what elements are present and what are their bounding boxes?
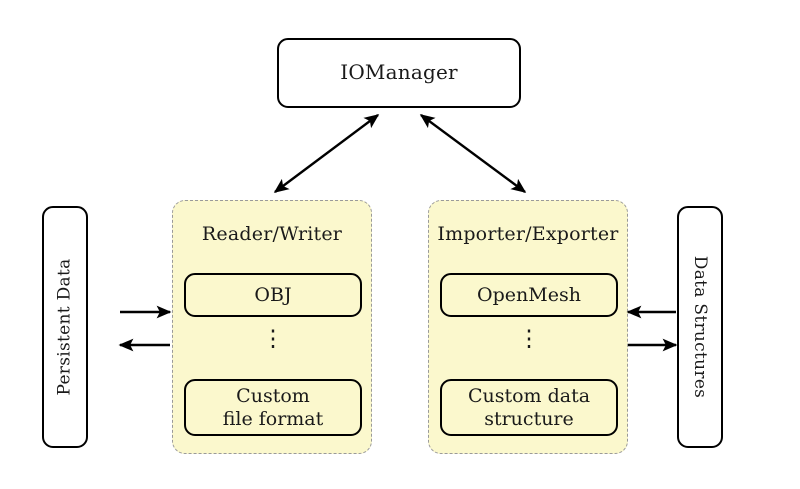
iomanager-label: IOManager — [340, 60, 458, 85]
inner-box-obj[interactable]: OBJ — [184, 273, 362, 317]
panel-importer-exporter[interactable]: Importer/Exporter OpenMesh ⋮ Custom data… — [428, 200, 628, 454]
data-structures-label: Data Structures — [690, 255, 710, 399]
inner-box-openmesh-label: OpenMesh — [477, 283, 581, 306]
persistent-data-box[interactable]: Persistent Data — [42, 206, 88, 448]
inner-box-custom-file-format[interactable]: Custom file format — [184, 379, 362, 436]
iomanager-box[interactable]: IOManager — [277, 38, 521, 108]
arrow-iomanager-readerwriter — [273, 114, 380, 193]
ellipsis-importer-exporter: ⋮ — [517, 326, 541, 352]
inner-box-custom-data-structure-label: Custom data structure — [467, 384, 591, 430]
inner-box-custom-data-structure[interactable]: Custom data structure — [440, 379, 618, 436]
panel-importer-exporter-title: Importer/Exporter — [437, 223, 619, 245]
inner-box-custom-file-format-label: Custom file format — [222, 384, 324, 430]
data-structures-box[interactable]: Data Structures — [677, 206, 723, 448]
inner-box-openmesh[interactable]: OpenMesh — [440, 273, 618, 317]
arrow-iomanager-importerexporter — [419, 114, 527, 193]
inner-box-obj-label: OBJ — [254, 283, 292, 306]
persistent-data-label: Persistent Data — [55, 258, 75, 396]
panel-reader-writer[interactable]: Reader/Writer OBJ ⋮ Custom file format — [172, 200, 372, 454]
ellipsis-reader-writer: ⋮ — [261, 326, 285, 352]
panel-reader-writer-title: Reader/Writer — [201, 223, 343, 245]
